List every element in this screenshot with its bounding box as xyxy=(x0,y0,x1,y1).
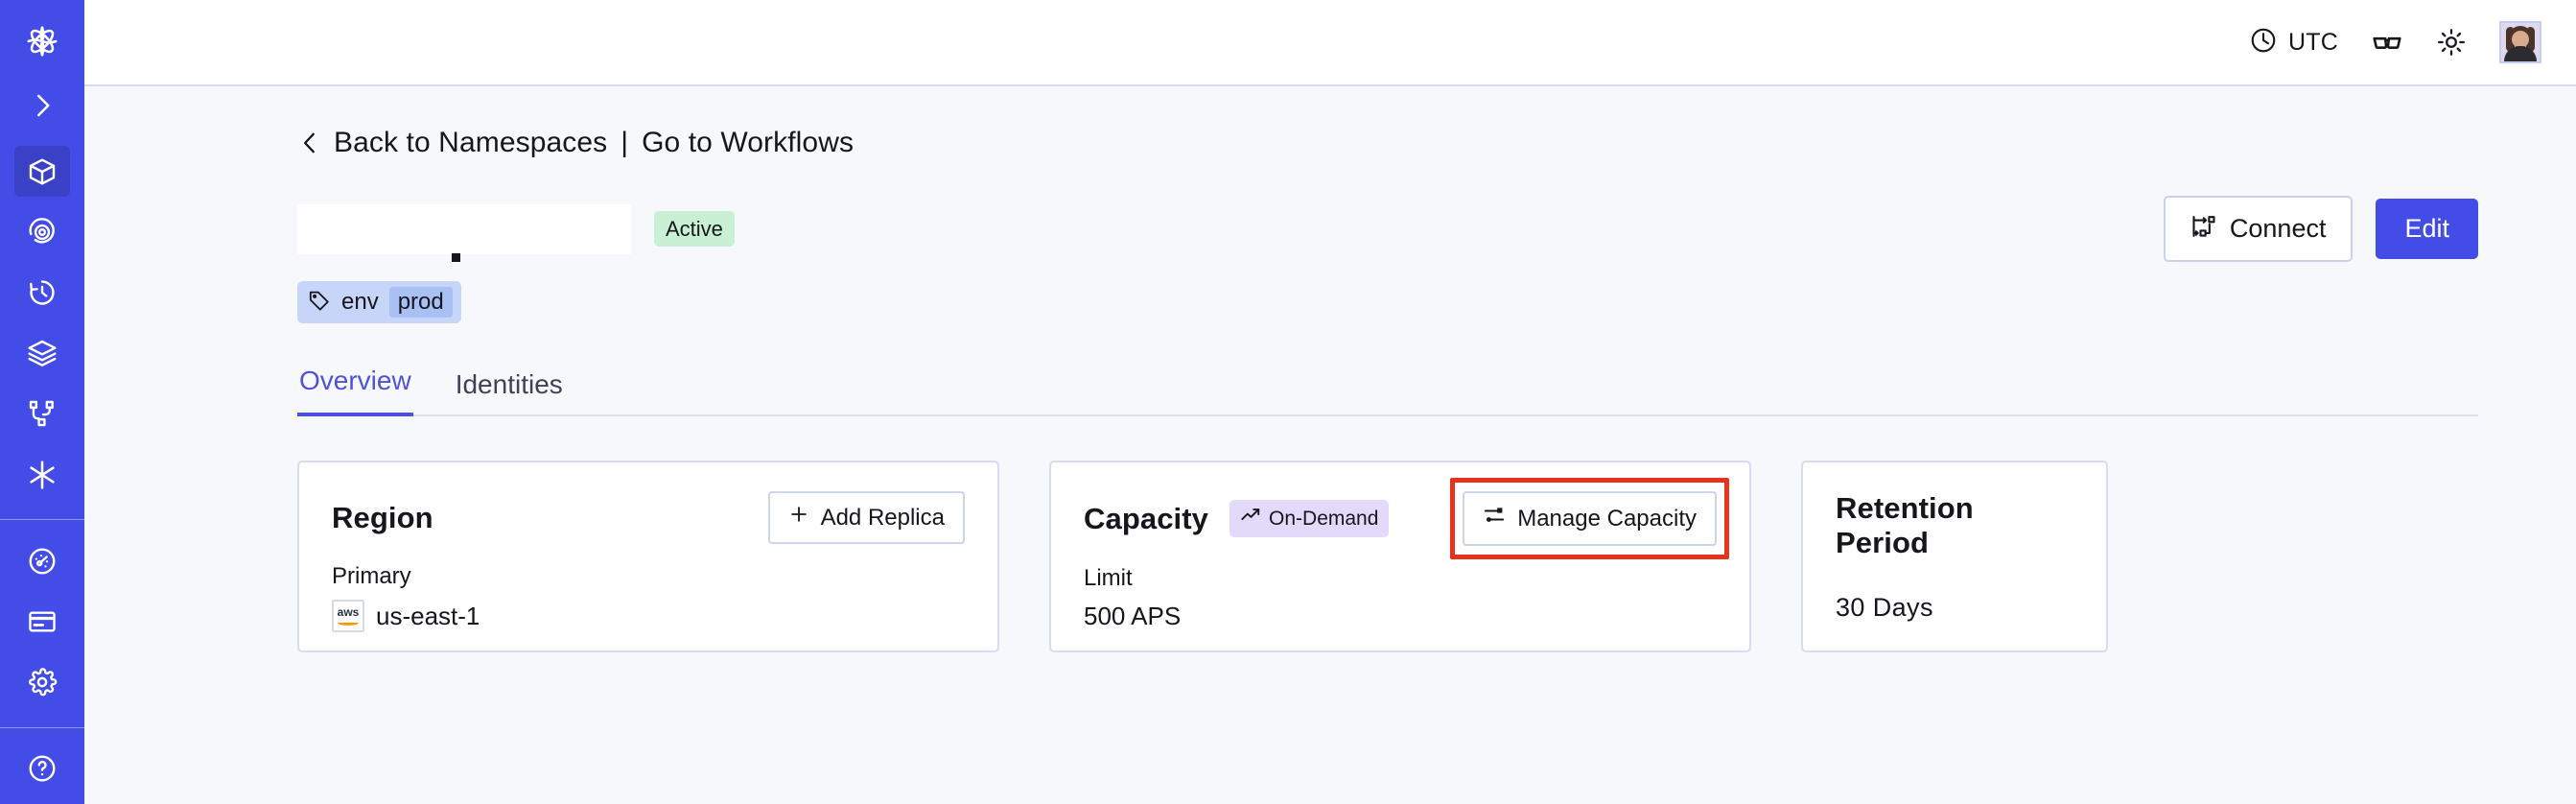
tab-bar: Overview Identities xyxy=(297,364,2478,416)
sun-icon[interactable] xyxy=(2436,27,2467,58)
capacity-mode-label: On-Demand xyxy=(1269,507,1379,530)
capacity-card-title: Capacity xyxy=(1084,501,1209,535)
sidebar-item-namespaces[interactable] xyxy=(14,145,70,198)
layers-icon xyxy=(27,338,58,368)
asterisk-nexus-icon xyxy=(26,459,59,491)
sidebar-item-usage[interactable] xyxy=(14,535,70,586)
tag-env[interactable]: env prod xyxy=(297,281,461,323)
retention-card-title: Retention Period xyxy=(1836,491,1974,559)
title-actions: Connect Edit xyxy=(2163,196,2478,262)
capacity-card: Capacity On-Demand xyxy=(1049,461,1751,652)
retention-card: Retention Period 30 Days xyxy=(1801,461,2108,652)
top-bar-actions: UTC xyxy=(2249,21,2541,63)
connect-button-label: Connect xyxy=(2229,214,2327,243)
glasses-icon[interactable] xyxy=(2371,26,2403,59)
sidebar-item-settings[interactable] xyxy=(14,657,70,708)
breadcrumb-separator: | xyxy=(621,127,629,158)
history-timer-icon xyxy=(27,277,58,308)
cube-icon xyxy=(27,156,58,187)
clock-icon xyxy=(2249,26,2278,59)
breadcrumb-workflows-link[interactable]: Go to Workflows xyxy=(642,127,855,158)
manage-capacity-label: Manage Capacity xyxy=(1517,505,1697,532)
git-branch-icon xyxy=(27,398,58,429)
main-region: UTC xyxy=(84,0,2576,804)
primary-sidebar xyxy=(0,0,84,804)
sidebar-item-nexus[interactable] xyxy=(14,449,70,500)
timezone-label: UTC xyxy=(2288,28,2338,56)
plus-icon xyxy=(788,504,809,532)
gear-icon xyxy=(27,667,58,698)
breadcrumb-back-link[interactable]: Back to Namespaces xyxy=(334,127,608,158)
sidebar-item-billing[interactable] xyxy=(14,596,70,647)
namespace-title-row: Active xyxy=(297,196,2478,262)
temporal-star-logo-icon[interactable] xyxy=(14,15,70,66)
region-card: Region Add Replica xyxy=(297,461,999,652)
tab-identities[interactable]: Identities xyxy=(455,369,563,399)
trending-up-icon xyxy=(1240,505,1261,532)
sliders-icon xyxy=(1483,504,1506,533)
sidebar-item-observability[interactable] xyxy=(14,206,70,257)
sidebar-item-workflows[interactable] xyxy=(14,389,70,439)
user-avatar[interactable] xyxy=(2499,21,2541,63)
capacity-limit-value: 500 APS xyxy=(1084,602,1182,630)
capacity-mode-badge: On-Demand xyxy=(1229,500,1390,537)
credit-card-icon xyxy=(27,606,58,637)
status-badge: Active xyxy=(654,210,735,248)
tab-overview[interactable]: Overview xyxy=(297,366,413,416)
aws-swoosh xyxy=(338,620,359,626)
sidebar-item-batch-operations[interactable] xyxy=(14,328,70,379)
gauge-usage-icon xyxy=(27,546,58,577)
sidebar-divider-top xyxy=(0,519,84,521)
region-card-action: Add Replica xyxy=(767,491,965,544)
connect-button[interactable]: Connect xyxy=(2163,196,2354,262)
help-circle-icon xyxy=(27,753,58,784)
retention-value: 30 Days xyxy=(1836,593,1933,622)
page-title-redacted xyxy=(297,203,631,262)
capacity-card-header: Capacity On-Demand xyxy=(1084,478,1729,559)
add-replica-button[interactable]: Add Replica xyxy=(767,491,965,544)
namespace-tags: env prod xyxy=(297,281,2478,323)
eye-observability-icon xyxy=(27,217,58,248)
timezone-selector[interactable]: UTC xyxy=(2249,26,2338,59)
sidebar-item-help[interactable] xyxy=(14,744,70,794)
chevron-left-icon[interactable] xyxy=(297,129,322,157)
tag-key: env xyxy=(341,289,379,315)
top-bar: UTC xyxy=(84,0,2576,86)
edit-button-label: Edit xyxy=(2404,214,2449,243)
capacity-card-action: Manage Capacity xyxy=(1450,478,1729,559)
sidebar-item-schedules[interactable] xyxy=(14,267,70,318)
sidebar-divider-bottom xyxy=(0,726,84,728)
title-speck xyxy=(452,252,460,262)
edit-button[interactable]: Edit xyxy=(2376,199,2478,259)
overview-cards: Region Add Replica xyxy=(297,461,2478,652)
breadcrumb: Back to Namespaces | Go to Workflows xyxy=(297,127,2478,159)
region-primary-label: Primary xyxy=(332,563,411,589)
add-replica-label: Add Replica xyxy=(820,504,945,531)
aws-logo-text: aws xyxy=(337,605,360,619)
tag-value: prod xyxy=(388,287,453,318)
capacity-limit-label: Limit xyxy=(1084,565,1133,591)
content-area: Back to Namespaces | Go to Workflows Act… xyxy=(84,86,2576,804)
region-card-header: Region Add Replica xyxy=(332,491,965,544)
tag-icon xyxy=(308,289,331,317)
aws-logo-icon: aws xyxy=(332,600,364,632)
manage-capacity-button[interactable]: Manage Capacity xyxy=(1463,491,1717,546)
retention-card-header: Retention Period xyxy=(1836,491,2073,560)
region-card-title: Region xyxy=(332,500,433,534)
connect-flow-icon xyxy=(2190,213,2217,245)
region-primary-value: us-east-1 xyxy=(376,601,480,630)
expand-sidebar-chevron-right-icon[interactable] xyxy=(14,80,70,130)
region-primary-value-row: aws us-east-1 xyxy=(332,600,965,632)
